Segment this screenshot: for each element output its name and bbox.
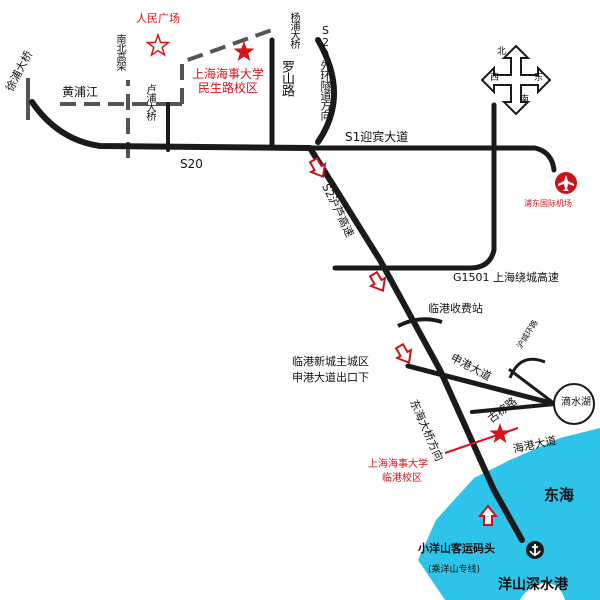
yangshan-port-label: 洋山深水港	[498, 577, 568, 593]
smu-lingang-star-icon	[489, 423, 511, 443]
xiaoyangshan-pier-label: 小洋山客运码头	[418, 542, 495, 555]
s20-tunnel-label: S20外环隧道方向	[319, 24, 332, 120]
s1-label: S1迎宾大道	[345, 130, 409, 144]
road-huchen-ring	[508, 357, 546, 379]
road-haigang	[470, 402, 557, 414]
dishui-lake-label: 滴水湖	[561, 397, 591, 408]
compass-east: 东	[534, 73, 544, 83]
g1501-label: G1501 上海绕城高速	[453, 271, 560, 284]
east-sea-label: 东海	[544, 486, 575, 504]
anchor-icon	[526, 541, 544, 559]
road-guzong	[508, 368, 557, 406]
smu-minsheng-label-line2: 民生路校区	[198, 81, 259, 95]
renmin-square-label: 人民广场	[136, 12, 180, 25]
lingang-exit-label-line2: 申港大道出口下	[292, 371, 369, 384]
dishui-lake-circle	[553, 383, 595, 425]
compass-north: 北	[497, 47, 507, 57]
road-yanan-elevated	[180, 28, 273, 104]
pudong-airport-label: 浦东国际机场	[524, 199, 572, 208]
smu-minsheng-label-line1: 上海海事大学	[192, 67, 265, 81]
road-s20-tunnel	[315, 37, 337, 145]
compass-west: 西	[490, 73, 500, 83]
lingang-toll-label: 临港收费站	[428, 302, 483, 315]
lingang-exit-label-line1: 临港新城主城区	[292, 355, 369, 368]
airplane-icon	[555, 172, 577, 194]
nanbei-elevated-label: 南北高架	[114, 34, 125, 70]
s20-label: S20	[180, 157, 203, 171]
road-shengang	[405, 363, 558, 407]
compass-rose-icon	[480, 44, 552, 116]
smu-lingang-label-line2: 临港校区	[382, 473, 422, 484]
yangpu-bridge-label: 杨浦大桥	[288, 12, 299, 48]
huangpu-river-label: 黄浦江	[62, 85, 99, 99]
road-s1	[307, 145, 557, 173]
smu-minsheng-star-icon	[233, 41, 255, 61]
lupu-bridge-label: 卢浦大桥	[144, 84, 155, 120]
luoshan-road-label: 罗山路	[279, 60, 294, 96]
lingang-toll-gate	[397, 317, 443, 328]
yangshan-island	[520, 583, 565, 600]
road-s20	[29, 99, 313, 151]
xiaoyangshan-note-label: (乘洋山专线)	[428, 565, 481, 575]
smu-lingang-label-line1: 上海海事大学	[368, 459, 428, 470]
compass-south: 南	[520, 95, 530, 105]
road-g1501	[332, 102, 497, 271]
direction-arrow	[391, 341, 417, 368]
road-s2	[307, 145, 525, 543]
renmin-square-star-icon	[145, 32, 171, 57]
